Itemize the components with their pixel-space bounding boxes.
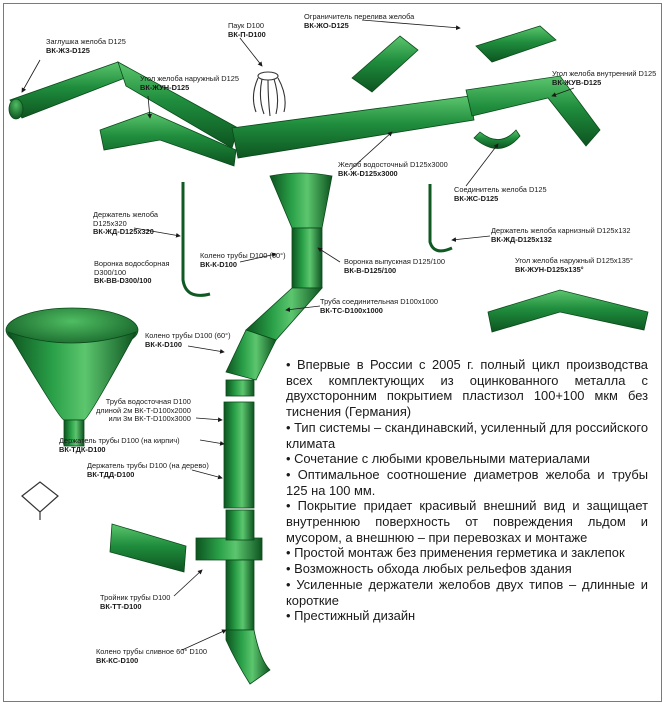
label-title: Желоб водосточный D125x3000	[338, 160, 448, 169]
gutter-main	[231, 95, 475, 159]
label-code: ВК-ВВ-D300/100	[94, 276, 152, 286]
feature-item: Впервые в России с 2005 г. полный цикл п…	[286, 357, 648, 420]
gutter-corner-inner	[465, 75, 601, 147]
collector-funnel	[5, 307, 139, 447]
label-code: ВК-ЖО-D125	[304, 20, 349, 30]
gutter-overflow-limiter	[351, 25, 557, 93]
label-collector-funnel: Воронка водосборная D300/100 ВК-ВВ-D300/…	[94, 259, 174, 286]
label-code: ВК-ТС-D100x1000	[320, 305, 383, 315]
label-code: ВК-ЖУВ-D125	[552, 77, 602, 87]
label-spider: Паук D100 ВК-П-D100	[228, 21, 266, 39]
label-code: ВК-К-D100	[200, 259, 237, 269]
label-title: Заглушка желоба D125	[46, 37, 126, 46]
label-elbow-60-mid: Колено трубы D100 (60°) ВК-К-D100	[145, 331, 231, 349]
label-title: Тройник трубы D100	[100, 593, 171, 602]
gutter-bracket-long	[181, 182, 211, 297]
label-title: Колено трубы D100 (60°)	[145, 331, 231, 340]
label-corner-135: Угол желоба наружный D125x135° ВК-ЖУН-D1…	[515, 256, 633, 274]
label-line2: длиной 2м ВК-Т-D100x2000	[96, 405, 191, 415]
feature-item: Простой монтаж без применения герметика …	[286, 545, 648, 561]
label-title: Ограничитель перелива желоба	[304, 12, 415, 21]
label-code: ВК-КС-D100	[96, 655, 139, 665]
gutter-corner-135	[487, 289, 649, 333]
feature-item: Покрытие придает красивый внешний вид и …	[286, 498, 648, 545]
feature-item: Тип системы – скандинавский, усиленный д…	[286, 420, 648, 451]
label-title: Угол желоба внутренний D125	[552, 69, 657, 78]
label-title: Паук D100	[228, 21, 264, 30]
label-code: ВК-К-D100	[145, 339, 182, 349]
leaf-guard-spider	[252, 71, 286, 117]
label-end-cap: Заглушка желоба D125 ВК-ЖЗ-D125	[46, 37, 126, 55]
label-title: Соединитель желоба D125	[454, 185, 547, 194]
label-downpipe: Труба водосточная D100 длиной 2м ВК-Т-D1…	[96, 397, 191, 424]
label-overflow-limiter: Ограничитель перелива желоба ВК-ЖО-D125	[304, 12, 415, 30]
label-title: Труба водосточная D100	[105, 397, 191, 406]
label-title: Держатель желоба D125x320	[93, 210, 158, 228]
label-title: Держатель желоба карнизный D125x132	[491, 226, 631, 235]
label-code: ВК-ЖД-D125x320	[93, 227, 154, 237]
label-title: Держатель трубы D100 (на кирпич)	[59, 436, 180, 445]
label-code: ВК-ЖС-D125	[454, 193, 499, 203]
feature-item: Возможность обхода любых рельефов здания	[286, 561, 648, 577]
label-code: ВК-ЖУН-D125	[140, 82, 190, 92]
label-title: Воронка выпускная D125/100	[344, 257, 445, 266]
label-code: ВК-ТДД-D100	[87, 469, 135, 479]
label-code: ВК-ЖУН-D125x135°	[515, 264, 584, 274]
gutter-connector	[473, 129, 521, 149]
label-elbow-60-top: Колено трубы D100 (60°) ВК-К-D100	[200, 251, 286, 269]
label-code: ВК-ЖЗ-D125	[46, 45, 90, 55]
label-title: Держатель трубы D100 (на дерево)	[87, 461, 209, 470]
label-title: Угол желоба наружный D125x135°	[515, 256, 633, 265]
label-tee: Тройник трубы D100 ВК-ТТ-D100	[100, 593, 171, 611]
downpipe-assembly	[109, 172, 333, 685]
label-drain-elbow: Колено трубы сливное 60° D100 ВК-КС-D100	[96, 647, 208, 665]
gutter-bracket-fascia	[428, 184, 453, 253]
feature-item: Сочетание с любыми кровельными материала…	[286, 451, 648, 467]
label-connecting-pipe: Труба соединительная D100x1000 ВК-ТС-D10…	[320, 297, 438, 315]
label-code: ВК-Ж-D125x3000	[338, 168, 398, 178]
features-list: Впервые в России с 2005 г. полный цикл п…	[286, 357, 648, 624]
label-title: Воронка водосборная D300/100	[94, 259, 170, 277]
label-line3: или 3м ВК-Т-D100x3000	[108, 414, 191, 424]
label-bracket-long: Держатель желоба D125x320 ВК-ЖД-D125x320	[93, 210, 183, 237]
label-title: Труба соединительная D100x1000	[320, 297, 438, 306]
gutter-end-cap	[8, 98, 24, 120]
label-code: ВК-ЖД-D125x132	[491, 234, 552, 244]
feature-item: Оптимальное соотношение диаметров желоба…	[286, 467, 648, 498]
label-code: ВК-ТТ-D100	[100, 601, 142, 611]
gutter-corner-outer	[99, 111, 237, 167]
label-corner-inner: Угол желоба внутренний D125 ВК-ЖУВ-D125	[552, 69, 657, 87]
label-title: Колено трубы сливное 60° D100	[96, 647, 208, 656]
label-outlet-funnel: Воронка выпускная D125/100 ВК-В-D125/100	[344, 257, 445, 275]
label-clamp-brick: Держатель трубы D100 (на кирпич) ВК-ТДК-…	[59, 436, 180, 454]
label-clamp-wood: Держатель трубы D100 (на дерево) ВК-ТДД-…	[87, 461, 209, 479]
label-gutter: Желоб водосточный D125x3000 ВК-Ж-D125x30…	[338, 160, 448, 178]
pipe-clamp-brick	[21, 481, 59, 520]
label-gutter-connector: Соединитель желоба D125 ВК-ЖС-D125	[454, 185, 547, 203]
feature-item: Престижный дизайн	[286, 608, 648, 624]
label-code: ВК-ТДК-D100	[59, 444, 106, 454]
label-corner-outer: Угол желоба наружный D125 ВК-ЖУН-D125	[140, 74, 239, 92]
label-fascia-bracket: Держатель желоба карнизный D125x132 ВК-Ж…	[491, 226, 631, 244]
feature-item: Усиленные держатели желобов двух типов –…	[286, 577, 648, 608]
leader-arrows	[21, 19, 575, 651]
label-title: Колено трубы D100 (60°)	[200, 251, 286, 260]
label-title: Угол желоба наружный D125	[140, 74, 239, 83]
label-code: ВК-П-D100	[228, 29, 266, 39]
label-code: ВК-В-D125/100	[344, 265, 397, 275]
page-frame	[3, 3, 662, 702]
